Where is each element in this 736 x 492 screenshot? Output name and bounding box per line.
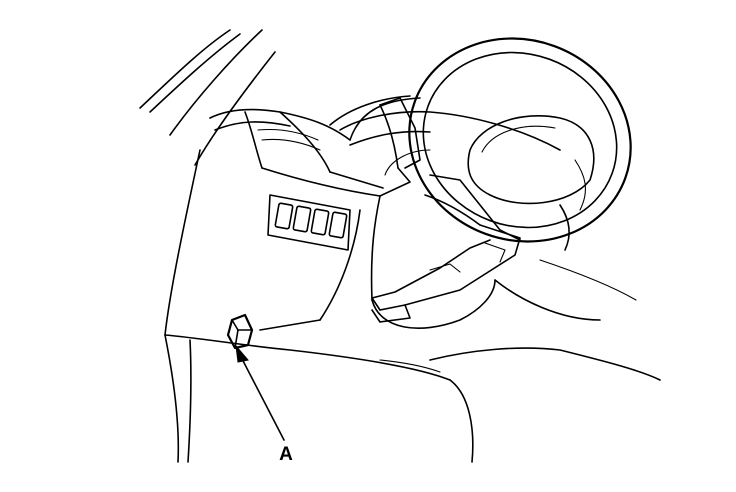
switch-panel [267, 194, 351, 251]
steering-column [379, 97, 521, 241]
instrument-cluster [339, 110, 561, 176]
a-pillar [139, 29, 276, 166]
callout-label-a: A [279, 444, 293, 465]
callout-leader-a [235, 344, 285, 441]
door-edge [164, 149, 201, 463]
connector-component [226, 313, 254, 350]
lower-panel-edge [164, 334, 661, 463]
column-bracket [371, 224, 521, 323]
dashboard-top [209, 95, 421, 197]
lower-dash [259, 195, 637, 331]
steering-wheel [408, 37, 632, 251]
